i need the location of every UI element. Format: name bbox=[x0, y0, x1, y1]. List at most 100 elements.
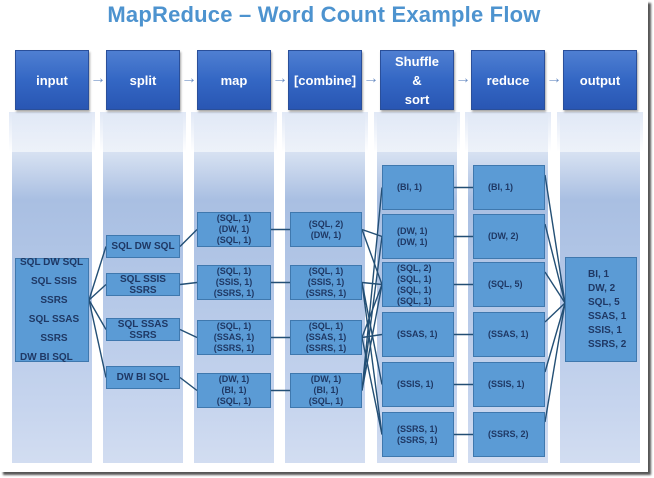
combine-pair: (SSRS, 1) bbox=[305, 288, 347, 298]
map-pair: (SQL, 1) bbox=[216, 396, 252, 406]
reduce-pair: (SSAS, 1) bbox=[488, 329, 529, 339]
flow-arrow-icon: → bbox=[181, 70, 197, 87]
split-pair: SQL DW SQL bbox=[111, 241, 175, 252]
shuffle-box: (SSIS, 1) bbox=[382, 362, 454, 407]
stage-header-label: input bbox=[36, 72, 68, 88]
split-box: SQL DW SQL bbox=[106, 235, 180, 258]
combine-box: (SQL, 1)(SSIS, 1)(SSRS, 1) bbox=[290, 265, 362, 300]
map-pair: (SQL, 1) bbox=[216, 213, 252, 223]
stage-header-label: [combine] bbox=[293, 72, 357, 88]
stage-header-label: split bbox=[129, 72, 157, 88]
reduce-box: (BI, 1) bbox=[473, 165, 545, 210]
stage-header-label: reduce bbox=[486, 72, 530, 88]
split-box: DW BI SQL bbox=[106, 366, 180, 389]
stage-header-output: output bbox=[563, 50, 637, 110]
shuffle-pair: (SQL, 2) bbox=[397, 262, 432, 273]
map-pair: (DW, 1) bbox=[218, 224, 250, 234]
output-pair: SSIS, 1 bbox=[588, 324, 622, 336]
shuffle-pair: (SQL, 1) bbox=[397, 273, 432, 284]
map-box: (SQL, 1)(SSIS, 1)(SSRS, 1) bbox=[197, 265, 271, 300]
map-pair: (SSRS, 1) bbox=[213, 343, 255, 353]
reduce-pair: (BI, 1) bbox=[488, 182, 514, 192]
map-pair: (DW, 1) bbox=[218, 374, 250, 384]
shuffle-pair: (SQL, 1) bbox=[397, 295, 432, 306]
stage-header-split: split bbox=[106, 50, 180, 110]
shuffle-box: (SQL, 2)(SQL, 1)(SQL, 1)(SQL, 1) bbox=[382, 262, 454, 307]
stage-header-input: input bbox=[15, 50, 89, 110]
shuffle-box: (SSAS, 1) bbox=[382, 312, 454, 357]
flow-arrow-icon: → bbox=[363, 70, 379, 87]
map-pair: (SQL, 1) bbox=[216, 266, 252, 276]
stage-header-label: map bbox=[220, 72, 248, 88]
combine-pair: (SSIS, 1) bbox=[307, 277, 345, 287]
stage-header-label: Shuffle bbox=[394, 53, 440, 69]
flow-arrow-icon: → bbox=[455, 70, 471, 87]
stage-header-shuffle: Shuffle & sort bbox=[380, 50, 454, 110]
flow-arrow-icon: → bbox=[90, 70, 106, 87]
stage-header-label: sort bbox=[404, 91, 430, 107]
input-pair: DW BI SQL bbox=[20, 352, 73, 363]
shuffle-pair: (SSIS, 1) bbox=[397, 379, 434, 389]
shuffle-pair: (DW, 1) bbox=[397, 225, 428, 236]
map-pair: (SSRS, 1) bbox=[213, 288, 255, 298]
shuffle-pair: (SQL, 1) bbox=[397, 284, 432, 295]
shuffle-box: (DW, 1)(DW, 1) bbox=[382, 214, 454, 259]
combine-pair: (SSAS, 1) bbox=[305, 332, 347, 342]
map-box: (SQL, 1)(DW, 1)(SQL, 1) bbox=[197, 212, 271, 247]
combine-pair: (DW, 1) bbox=[310, 229, 342, 240]
combine-pair: (SQL, 1) bbox=[308, 266, 344, 276]
shuffle-pair: (SSRS, 1) bbox=[397, 423, 438, 434]
map-pair: (SSAS, 1) bbox=[213, 332, 255, 342]
map-box: (DW, 1)(BI, 1)(SQL, 1) bbox=[197, 373, 271, 408]
output-pair: SSRS, 2 bbox=[588, 338, 627, 350]
map-pair: (SQL, 1) bbox=[216, 235, 252, 245]
map-pair: (SQL, 1) bbox=[216, 321, 252, 331]
map-pair: (BI, 1) bbox=[221, 385, 247, 395]
combine-pair: (SQL, 1) bbox=[308, 321, 344, 331]
map-pair: (SSIS, 1) bbox=[215, 277, 253, 287]
map-box: (SQL, 1)(SSAS, 1)(SSRS, 1) bbox=[197, 320, 271, 355]
stage-header-combine: [combine] bbox=[288, 50, 362, 110]
reduce-pair: (SSRS, 2) bbox=[488, 429, 529, 439]
output-pair: BI, 1 bbox=[588, 268, 610, 280]
flow-arrow-icon: → bbox=[546, 70, 562, 87]
reduce-box: (SQL, 5) bbox=[473, 262, 545, 307]
shuffle-box: (SSRS, 1)(SSRS, 1) bbox=[382, 412, 454, 457]
shuffle-pair: (BI, 1) bbox=[397, 182, 423, 192]
output-pair: SQL, 5 bbox=[588, 296, 620, 308]
combine-pair: (BI, 1) bbox=[313, 385, 339, 395]
stage-header-reduce: reduce bbox=[471, 50, 545, 110]
reduce-box: (SSAS, 1) bbox=[473, 312, 545, 357]
combine-box: (SQL, 2)(DW, 1) bbox=[290, 212, 362, 247]
split-box: SQL SSIS SSRS bbox=[106, 273, 180, 296]
reduce-pair: (SQL, 5) bbox=[488, 279, 523, 289]
diagram-title: MapReduce – Word Count Example Flow bbox=[107, 2, 541, 27]
reduce-box: (SSIS, 1) bbox=[473, 362, 545, 407]
input-pair: SQL SSAS SSRS bbox=[28, 314, 80, 344]
input-box: SQL DW SQL SQL SSIS SSRS SQL SSAS SSRS DW B… bbox=[15, 257, 89, 363]
reduce-box: (SSRS, 2) bbox=[473, 412, 545, 457]
stage-header-label: output bbox=[579, 72, 621, 88]
combine-pair: (SQL, 2) bbox=[308, 218, 344, 229]
split-box: SQL SSAS SSRS bbox=[106, 318, 180, 341]
input-pair: SQL DW SQL bbox=[20, 257, 84, 268]
input-pair: SQL SSIS SSRS bbox=[31, 276, 77, 306]
combine-pair: (SQL, 1) bbox=[308, 396, 344, 406]
reduce-pair: (SSIS, 1) bbox=[488, 379, 525, 389]
combine-pair: (DW, 1) bbox=[310, 374, 342, 384]
split-pair: SQL SSIS SSRS bbox=[120, 273, 166, 296]
flow-arrow-icon: → bbox=[272, 70, 288, 87]
shuffle-box: (BI, 1) bbox=[382, 165, 454, 210]
combine-box: (DW, 1)(BI, 1)(SQL, 1) bbox=[290, 373, 362, 408]
shuffle-pair: (SSRS, 1) bbox=[397, 434, 438, 445]
combine-box: (SQL, 1)(SSAS, 1)(SSRS, 1) bbox=[290, 320, 362, 355]
combine-pair: (SSRS, 1) bbox=[305, 343, 347, 353]
reduce-box: (DW, 2) bbox=[473, 214, 545, 259]
stage-header-label: & bbox=[412, 72, 422, 88]
stage-header-map: map bbox=[197, 50, 271, 110]
shuffle-pair: (DW, 1) bbox=[397, 236, 428, 247]
output-pair: DW, 2 bbox=[588, 282, 616, 294]
split-pair: SQL SSAS SSRS bbox=[117, 318, 169, 341]
shuffle-pair: (SSAS, 1) bbox=[397, 329, 438, 339]
